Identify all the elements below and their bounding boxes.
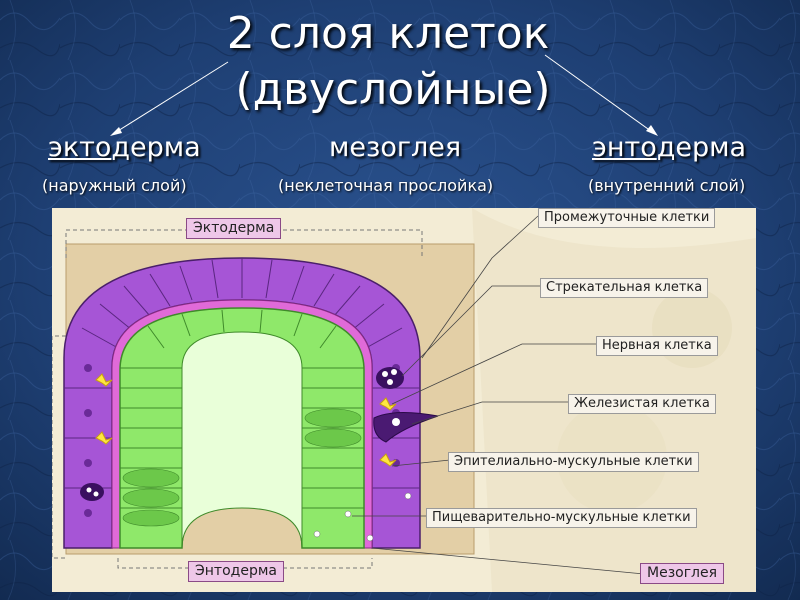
- vesicles: [313, 492, 412, 542]
- callout-nerve-cell: Нервная клетка: [596, 336, 718, 356]
- slide-title: 2 слоя клеток: [226, 8, 550, 59]
- term-mesoglea: мезоглея: [329, 132, 461, 163]
- stinging-cells: [80, 367, 404, 501]
- term-ectoderm-prefix: экто: [48, 132, 112, 163]
- glandular-cell: [373, 411, 439, 443]
- term-ectoderm-rest: дерма: [111, 132, 201, 163]
- term-mesoglea-rest: мезоглея: [329, 132, 462, 163]
- term-ectoderm: эктодерма: [48, 132, 201, 163]
- arrow-to-endoderm: [544, 54, 656, 135]
- term-endoderm-prefix: энто: [592, 132, 657, 163]
- label-endoderm: Энтодерма: [188, 561, 284, 582]
- endoderm-note: (внутренний слой): [588, 176, 746, 195]
- endoderm-cells: [120, 309, 364, 509]
- arrow-to-ectoderm: [112, 61, 229, 135]
- callout-epithelial-muscle-cells: Эпителиально-мускульные клетки: [448, 452, 699, 472]
- term-endoderm-rest: дерма: [656, 132, 747, 163]
- callout-glandular-cell: Железистая клетка: [568, 394, 716, 414]
- callout-digestive-muscle-cells: Пищеварительно-мускульные клетки: [426, 508, 697, 528]
- hydra-wall-diagram: Эктодерма Энтодерма Мезоглея Промежуточн…: [52, 208, 756, 592]
- callout-intermediate-cells: Промежуточные клетки: [538, 208, 716, 228]
- arrowhead-endoderm: [646, 125, 658, 136]
- arrowhead-ectoderm: [110, 127, 122, 136]
- callout-lines: [352, 215, 645, 575]
- digestive-granules: [122, 408, 362, 527]
- ectoderm-note: (наружный слой): [42, 176, 187, 195]
- term-endoderm: энтодерма: [592, 132, 746, 163]
- callout-stinging-cell: Стрекательная клетка: [540, 278, 709, 298]
- mesoglea-note: (неклеточная прослойка): [278, 176, 494, 195]
- label-mesoglea: Мезоглея: [640, 563, 725, 584]
- nerve-cells: [95, 373, 397, 467]
- label-ectoderm: Эктодерма: [186, 218, 282, 239]
- slide-subtitle: (двуслойные): [235, 64, 551, 115]
